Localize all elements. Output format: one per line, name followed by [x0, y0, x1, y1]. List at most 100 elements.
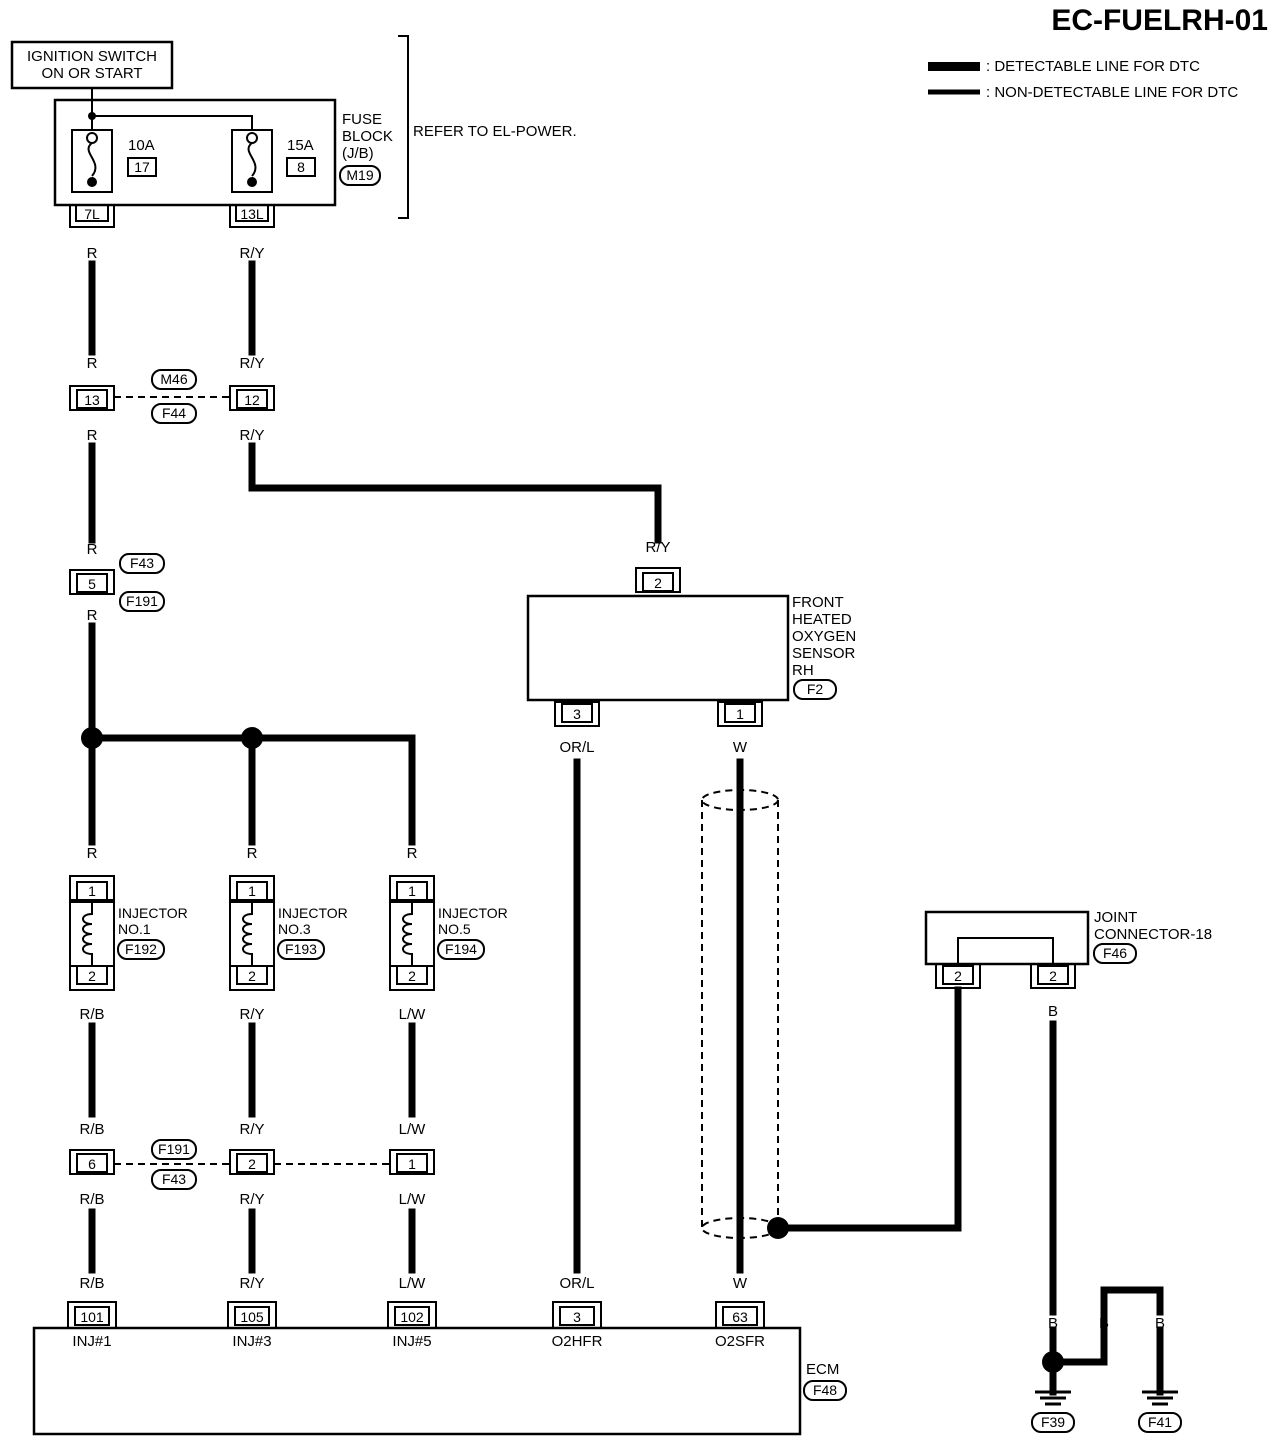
fuse-block-label-2: BLOCK	[342, 128, 393, 145]
connector-m46: M46	[160, 371, 187, 387]
o2-pin-right: 1	[736, 706, 744, 722]
ecm-box	[32, 1326, 802, 1436]
connector-12-box	[236, 389, 268, 409]
wire-label-ry-4: R/Y	[645, 539, 670, 556]
wire-label-ry-8: R/Y	[239, 1275, 264, 1292]
injector-5	[389, 875, 435, 991]
wire-label-ry-1: R/Y	[239, 245, 264, 262]
legend-non-detectable-label: : NON-DETECTABLE LINE FOR DTC	[986, 84, 1238, 101]
connector-5-frame	[69, 569, 115, 595]
connector-2-pin: 2	[248, 1156, 256, 1172]
injector-5-pin-top: 1	[408, 883, 416, 899]
ecm-label: ECM	[806, 1361, 839, 1378]
ground-f39: F39	[1041, 1414, 1065, 1430]
wire-label-r-3: R	[87, 427, 98, 444]
m46-oval	[151, 369, 197, 390]
terminal-13l: 13L	[240, 206, 264, 222]
injector-5-pin-bottom: 2	[408, 968, 416, 984]
fuse-1-number: 17	[134, 159, 150, 175]
fuse-block-connector-oval	[339, 165, 381, 186]
ecm-pin-name-o2sfr: O2SFR	[715, 1333, 765, 1350]
o2-sensor-label-4: SENSOR	[792, 645, 856, 662]
injector-1-connector-oval	[117, 939, 165, 960]
wires	[88, 260, 1164, 1396]
fuse-1-number-box	[127, 157, 157, 177]
terminal-7l-box	[75, 204, 109, 222]
f39-oval	[1031, 1412, 1075, 1433]
connector-f44: F44	[162, 405, 186, 421]
o2-pin-left: 3	[573, 706, 581, 722]
o2-sensor-label-5: RH	[792, 662, 814, 679]
wire-label-rb-4: R/B	[79, 1275, 104, 1292]
wire-label-b-3: B	[1099, 1315, 1109, 1332]
ecm-pin-name-o2hfr: O2HFR	[552, 1333, 603, 1350]
connector-13-box	[76, 389, 108, 409]
wire-label-r-inj5: R	[407, 845, 418, 862]
connector-6-frame	[69, 1149, 115, 1175]
connector-2-frame	[229, 1149, 275, 1175]
joint-connector-label-2: CONNECTOR-18	[1094, 926, 1212, 943]
f44-oval	[151, 403, 197, 424]
injector-3-pin-bottom: 2	[248, 968, 256, 984]
ecm-pin-3: 3	[573, 1309, 581, 1325]
o2-sensor-label-3: OXYGEN	[792, 628, 856, 645]
injector-1-pin-top: 1	[88, 883, 96, 899]
connector-2-box	[236, 1153, 268, 1173]
joint-pin-right: 2	[1049, 968, 1057, 984]
wire-label-orl-2: OR/L	[559, 1275, 594, 1292]
o2-pin-top: 2	[654, 575, 662, 591]
connector-12-frame	[229, 385, 275, 411]
o2-pin-2-box	[642, 572, 674, 592]
wire-label-r-2: R	[87, 355, 98, 372]
wire-label-ry-5: R/Y	[239, 1006, 264, 1023]
joint-pin-left-box	[942, 965, 974, 985]
f2-oval	[793, 679, 837, 700]
wire-label-b-1: B	[1048, 1003, 1058, 1020]
ecm-pin-name-inj3: INJ#3	[232, 1333, 271, 1350]
fuse-block-label-1: FUSE	[342, 111, 382, 128]
wire-label-ry-6: R/Y	[239, 1121, 264, 1138]
wire-label-rb-2: R/B	[79, 1121, 104, 1138]
fuse-2-number-box	[286, 157, 316, 177]
injector-5-connector-oval	[437, 939, 485, 960]
injector-5-label-2: NO.5	[438, 921, 471, 937]
fuse-1-amps: 10A	[128, 137, 155, 154]
injector-1-connector: F192	[125, 941, 157, 957]
ground-junction	[1042, 1351, 1064, 1373]
joint-connector-label-1: JOINT	[1094, 909, 1137, 926]
injector-3-pin-top: 1	[248, 883, 256, 899]
joint-connector-bridge	[957, 937, 1054, 964]
connector-6-pin: 6	[88, 1156, 96, 1172]
legend-detectable-swatch	[928, 62, 980, 71]
wire-label-r-1: R	[87, 245, 98, 262]
wire-label-r-4: R	[87, 541, 98, 558]
ecm-pin-name-inj1: INJ#1	[72, 1333, 111, 1350]
connector-f43-bottom: F43	[162, 1171, 186, 1187]
wire-label-lw-4: L/W	[399, 1275, 427, 1292]
f48-oval	[803, 1380, 847, 1401]
fuse-15a	[231, 129, 273, 193]
wire-label-ry-2: R/Y	[239, 355, 264, 372]
fuse-block-connector: M19	[346, 167, 373, 183]
wire-label-r-inj3: R	[247, 845, 258, 862]
o2-sensor-label-2: HEATED	[792, 611, 852, 628]
wire-label-lw-1: L/W	[399, 1006, 427, 1023]
injector-3-connector: F193	[285, 941, 317, 957]
wire-label-rb-1: R/B	[79, 1006, 104, 1023]
wire-label-w-1: W	[733, 739, 748, 756]
f191-oval-bottom	[151, 1139, 197, 1160]
connector-f191-top: F191	[126, 593, 158, 609]
o2-sensor-box	[526, 594, 790, 702]
wire-label-ry-3: R/Y	[239, 427, 264, 444]
shield-cable	[701, 789, 779, 1239]
ignition-switch-label-2: ON OR START	[41, 65, 142, 82]
wire-label-ry-7: R/Y	[239, 1191, 264, 1208]
diagram-id: EC-FUELRH-01	[1051, 4, 1268, 37]
wire-label-orl-1: OR/L	[559, 739, 594, 756]
o2-sensor-label-1: FRONT	[792, 594, 844, 611]
o2-pin-1-frame	[717, 701, 763, 727]
injector-3	[229, 875, 275, 991]
injector-1	[69, 875, 115, 991]
joint-pin-right-box	[1037, 965, 1069, 985]
wire-label-lw-3: L/W	[399, 1191, 427, 1208]
